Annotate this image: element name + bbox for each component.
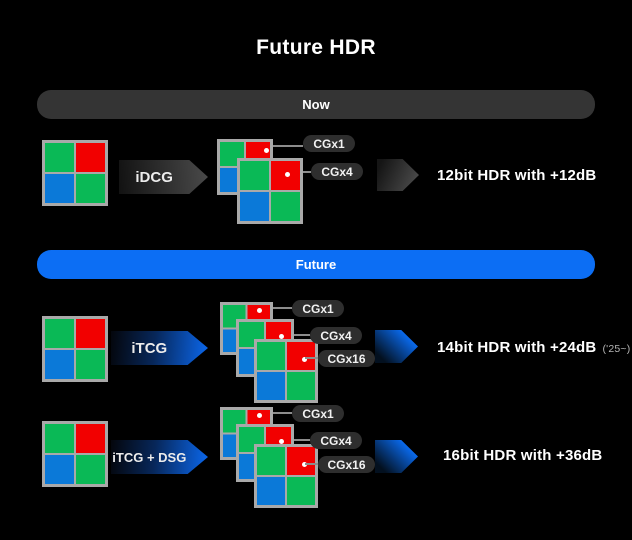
process-arrow-label: iTCG (131, 339, 168, 357)
result-arrow-icon (375, 330, 418, 363)
sensor-frame (237, 158, 303, 224)
gain-badge: CGx4 (310, 432, 362, 449)
bayer-pattern (42, 421, 108, 487)
gain-dot-icon (257, 308, 262, 313)
now-banner-label: Now (302, 97, 330, 112)
gain-connector (305, 357, 318, 359)
bayer-pattern (42, 140, 108, 206)
gain-connector (260, 307, 292, 309)
process-arrow: iDCG (119, 160, 208, 194)
now-banner: Now (37, 90, 595, 119)
gain-dot-icon (302, 357, 307, 362)
result-arrow-icon (375, 440, 418, 473)
process-arrow: iTCG (111, 331, 208, 365)
gain-connector (282, 439, 310, 441)
result-text: 14bit HDR with +24dB ('25~) (437, 339, 630, 356)
sensor-frame (254, 339, 318, 403)
gain-badge: CGx1 (292, 405, 344, 422)
result-value: 12bit HDR with +12dB (437, 167, 597, 184)
gain-dot-icon (279, 334, 284, 339)
process-arrow-label: iTCG + DSG (112, 449, 187, 465)
result-arrow-icon (377, 159, 419, 191)
sensor-frame (254, 444, 318, 508)
gain-badge: CGx4 (310, 327, 362, 344)
process-arrow-label: iDCG (135, 168, 173, 186)
gain-connector (282, 334, 310, 336)
future-banner: Future (37, 250, 595, 279)
gain-badge: CGx4 (311, 163, 363, 180)
gain-dot-icon (264, 148, 269, 153)
future-banner-label: Future (295, 257, 337, 272)
result-value: 16bit HDR with +36dB (443, 447, 603, 464)
gain-badge: CGx1 (303, 135, 355, 152)
slide-title: Future HDR (256, 36, 376, 59)
gain-connector (260, 412, 292, 414)
gain-badge: CGx16 (318, 350, 375, 367)
gain-dot-icon (257, 413, 262, 418)
gain-badge: CGx16 (318, 456, 375, 473)
result-text: 12bit HDR with +12dB (437, 167, 602, 184)
bayer-pattern (42, 316, 108, 382)
gain-dot-icon (279, 439, 284, 444)
gain-badge: CGx1 (292, 300, 344, 317)
process-arrow: iTCG + DSG (111, 440, 208, 474)
result-value: 14bit HDR with +24dB (437, 339, 597, 356)
gain-dot-icon (285, 172, 290, 177)
gain-dot-icon (302, 462, 307, 467)
result-text: 16bit HDR with +36dB (443, 447, 608, 464)
gain-connector (266, 145, 303, 147)
result-note: ('25~) (602, 343, 631, 355)
gain-connector (305, 463, 318, 465)
